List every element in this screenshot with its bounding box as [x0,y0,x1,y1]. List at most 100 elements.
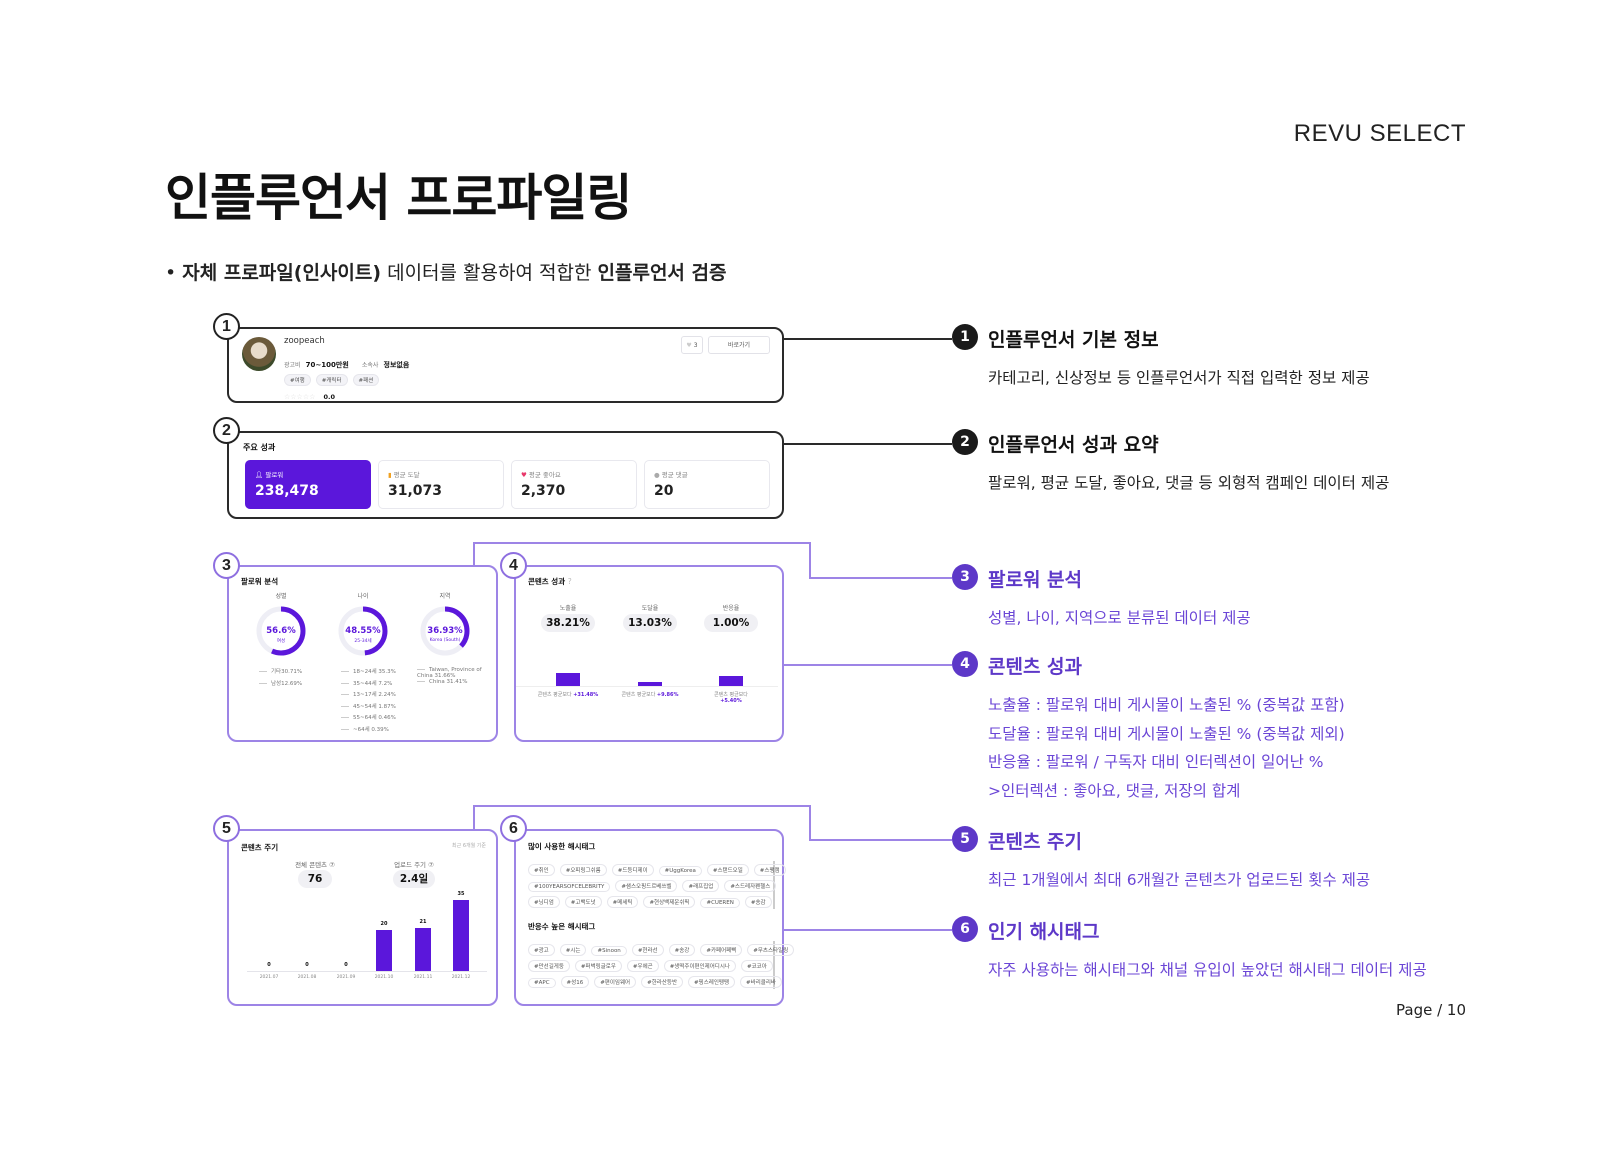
section-description: 카테고리, 신상정보 등 인플루언서가 직접 입력한 정보 제공 [988,369,1370,387]
section-description: 반응율 : 팔로워 / 구독자 대비 인터렉션이 일어난 % [988,753,1324,771]
marker-3: 3 [952,564,978,590]
card-label: 평균 댓글 [661,471,688,479]
section-description: 노출율 : 팔로워 대비 게시물이 노출된 % (중복값 포함) [988,696,1345,714]
hashtag[interactable]: #코코아 [740,960,773,972]
hashtag[interactable]: #바리클리바 [740,976,782,988]
hashtag[interactable]: #생떡주이편인제어디시나 [663,960,736,972]
connector-3-right [809,577,952,579]
agency-value: 정보없음 [383,361,410,369]
bar-value-label: 21 [419,919,427,926]
hashtag[interactable]: #현상백제운쉬픽 [643,896,696,908]
legend-item: 13~17세 2.24% [341,690,396,698]
hashtag[interactable]: #카페어페삑 [700,944,743,956]
subtitle-bold-1: 자체 프로파일(인사이트) [182,262,382,284]
hashtag-row: #만선길게둥 #퍼벅링글로우 #우에곤 #생떡주이편인제어디시나 #코코아 [528,953,778,972]
hashtag[interactable]: #시는 [559,944,587,956]
hashtag-panel: 많이 사용한 해시태그 반응수 높은 해시태그 #취인#오피링그쉬룸#드등디제이… [514,829,795,1006]
hashtag-row: #100YEARSOFCELEBRITY #샘스오핑드르베쓰벨 #래프집업 #스드레자… [528,873,781,892]
connector-2 [784,443,952,445]
tag[interactable]: #캐릭터 [315,374,348,386]
hashtag[interactable]: #광고 [528,944,555,956]
connector-1 [784,338,952,340]
hashtag[interactable]: #편이임웨어 [594,976,637,988]
section-description: 최근 1개월에서 최대 6개월간 콘텐츠가 업로드된 횟수 제공 [988,871,1371,889]
hashtag[interactable]: #메세틱 [606,896,639,908]
compare-value: +9.86% [656,692,679,698]
help-icon[interactable]: ? [567,577,572,586]
like-button[interactable]: ♥ 3 [681,336,703,354]
connector-4 [784,664,952,666]
hashtag[interactable]: #APC [528,978,556,988]
hashtag[interactable]: #고백도넛 [564,896,602,908]
connector-5-down [809,805,811,840]
section-heading: 인플루언서 성과 요약 [988,434,1159,456]
hashtag[interactable]: #CUEREN [700,898,740,908]
hashtag[interactable]: #스팽캠 [753,864,786,876]
baseline [516,686,778,687]
metric-compare: 콘텐츠 평균보다 +5.40% [706,691,756,704]
tag[interactable]: #여행 [284,374,311,386]
legend-item: 기타30.71% [259,667,302,675]
tag[interactable]: #패션 [352,374,380,386]
page-title: 인플루언서 프로파일링 [165,169,632,227]
page-subtitle: • 자체 프로파일(인사이트) 데이터를 활용하여 적합한 인플루언서 검증 [165,258,727,285]
bar [415,928,431,971]
donut-value: 36.93% [427,626,463,636]
hashtag[interactable]: #드등디제이 [611,864,654,876]
hashtag[interactable]: #스탠드오일 [706,864,749,876]
x-tick-label: 2021.11 [413,975,433,980]
donut-sublabel: 여성 [276,639,286,644]
marker-4: 4 [952,651,978,677]
hashtag[interactable]: #한라산등반 [641,976,684,988]
hashtag-row: #광고 #시는 #Sinoon #현라선 #송강 #카페어페삑 #무츠스타일링 [528,937,799,956]
hashtag[interactable]: #샘스오핑드르베쓰벨 [615,880,678,892]
shortcut-button[interactable]: 바로가기 [708,336,770,354]
period-note: 최근 6개월 기준 [452,843,486,849]
metric-compare: 콘텐츠 평균보다 +9.86% [622,691,679,698]
hashtag[interactable]: #Sinoon [591,946,627,956]
hashtag[interactable]: #오피링그쉬룸 [559,864,607,876]
bar-value-label: 20 [380,921,388,928]
donut-chart [417,603,473,659]
panel-title: 콘텐츠 성과 [528,577,566,586]
profile-panel: zoopeach 광고비 70~100만원 소속사 정보없음 #여행#캐릭터#패… [227,327,784,403]
section-heading: 팔로워 분석 [988,569,1083,591]
scrollbar[interactable] [773,941,775,989]
hashtag[interactable]: #UggKorea [658,866,702,876]
hashtag[interactable]: #우에곤 [626,960,659,972]
card-label: 평균 좋아요 [528,471,561,479]
fee-label: 광고비 [284,362,301,369]
influencer-name: zoopeach [284,336,325,346]
donut-sublabel: 25-34세 [354,639,372,644]
bar-value-label: 0 [344,962,348,968]
hashtag[interactable]: #현라선 [631,944,664,956]
metric-bar [638,682,662,686]
hashtag[interactable]: #래프집업 [682,880,720,892]
hashtag[interactable]: #송강 [668,944,696,956]
hashtag[interactable]: #취인 [528,864,555,876]
section-description: 자주 사용하는 해시태그와 채널 유입이 높았던 해시태그 데이터 제공 [988,961,1427,979]
hashtag[interactable]: #스드레자펜헬스 [724,880,777,892]
hashtag-row: #닝디엄 #고백도넛 #메세틱 #현상백제운쉬픽 #CUEREN #송감 [528,889,777,908]
connector-3-down [809,542,811,578]
section-heading: 인플루언서 기본 정보 [988,329,1159,351]
card-value: 238,478 [255,483,319,499]
section-description: >인터렉션 : 좋아요, 댓글, 저장의 합계 [988,781,1241,800]
donut-arc [256,606,306,656]
hashtag[interactable]: #송감 [744,896,772,908]
bar [376,930,392,971]
x-tick-label: 2021.08 [297,975,317,980]
hashtag[interactable]: #닝디엄 [528,896,560,908]
hashtag[interactable]: #무츠스타일링 [747,944,795,956]
content-cycle-panel: 콘텐츠 주기 최근 6개월 기준 전체 콘텐츠 ⑦ 76 업로드 주기 ⑦ 2.… [227,829,498,1006]
marker-1: 1 [952,324,978,350]
hashtag[interactable]: #만선길게둥 [528,960,570,972]
donut-chart [335,603,391,659]
hashtag[interactable]: #성16 [560,976,590,988]
hashtag[interactable]: #퍼벅링글로우 [574,960,622,972]
hashtag[interactable]: #100YEARSOFCELEBRITY [528,882,611,892]
upload-cycle-label: 업로드 주기 ⑦ [394,861,434,869]
heart-icon: ♥ [521,471,527,479]
hashtag[interactable]: #핑스레인뗑뗑 [688,976,736,988]
